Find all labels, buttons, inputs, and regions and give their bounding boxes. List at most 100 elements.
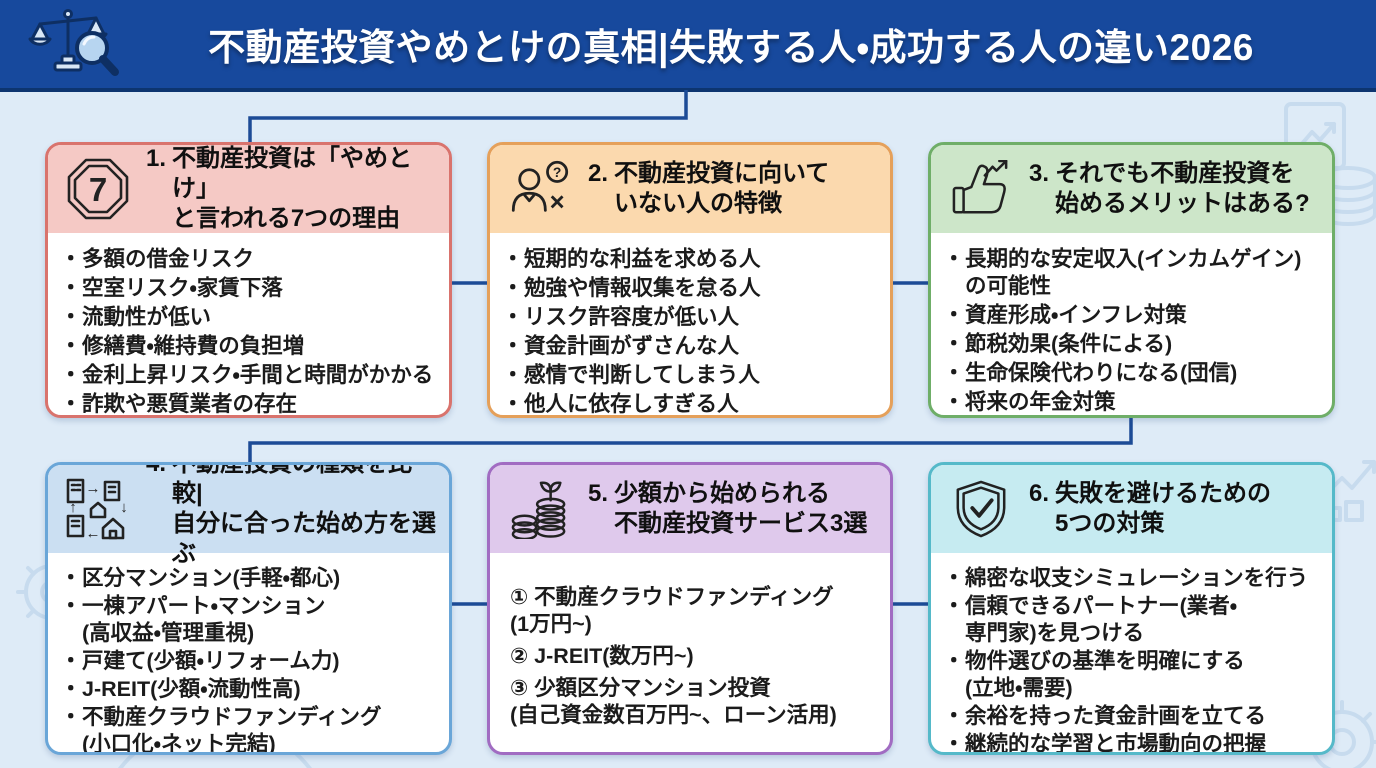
bullet-marker: ・ [943,247,965,271]
card-items: ・綿密な収支シミュレーションを行う・信頼できるパートナー(業者・ 専門家)を見つ… [931,553,1332,755]
bullet-marker: ・ [502,363,524,388]
item-text: 生命保険代わりになる(団信) [965,361,1238,386]
bullet-marker: ・ [943,649,965,674]
bullet-marker: ・ [60,392,82,417]
list-item: ・他人に依存しすぎる人 [502,391,878,417]
item-text: 余裕を持った資金計画を立てる [965,704,1267,729]
card-header: 3. それでも不動産投資を 始めるメリットはある? [931,145,1332,233]
card-items: ・区分マンション(手軽・都心)・一棟アパート・マンション (高収益・管理重視)・… [48,553,449,755]
card-number: 1. [146,145,167,172]
item-text: 短期的な利益を求める人 [524,247,761,271]
item-text: 空室リスク・家賃下落 [82,276,283,301]
item-text: 他人に依存しすぎる人 [524,392,739,417]
bullet-marker: ・ [502,276,524,301]
unsuitable-person-icon: ? × [504,160,576,218]
octagon-seven-icon: 7 [62,157,134,221]
thumbs-up-arrow-icon [945,160,1017,218]
list-item: ・区分マンション(手軽・都心) [60,565,437,592]
list-item: ・勉強や情報収集を怠る人 [502,275,878,302]
card-title-text: 少額から始められる 不動産投資サービス3選 [614,480,868,537]
card-title: 6. 失敗を避けるための 5つの対策 [1029,479,1271,539]
item-text: 節税効果(条件による) [965,332,1173,357]
header-bar: 不動産投資やめとけの真相|失敗する人・成功する人の違い2026 [0,0,1376,92]
bullet-marker: ・ [943,594,965,619]
item-text: ② J-REIT(数万円~) [510,644,694,669]
card-title: 3. それでも不動産投資を 始めるメリットはある? [1029,159,1310,219]
item-text: 資産形成・インフレ対策 [965,303,1187,328]
bullet-marker: ・ [943,732,965,755]
item-text: リスク許容度が低い人 [524,305,740,330]
list-item: ・長期的な安定収入(インカムゲイン) の可能性 [943,246,1320,300]
bullet-marker: ・ [943,704,965,729]
bullet-marker: ・ [943,566,965,590]
list-item: ・資産形成・インフレ対策 [943,302,1320,329]
item-text: ③ 少額区分マンション投資 (自己資金数百万円~、ローン活用) [510,676,837,728]
bullet-marker: ・ [60,594,82,619]
item-text: 長期的な安定収入(インカムゲイン) の可能性 [965,247,1302,299]
item-text: 区分マンション(手軽・都心) [82,566,341,590]
svg-text:↓: ↓ [120,499,128,516]
card-title-text: 不動産投資の種類を比較| 自分に合った始め方を選ぶ [172,462,437,567]
shield-check-icon [945,479,1017,539]
card-header: → ↓ ← ↑ 4. 不動産投資の種類を比較| 自分に合った始め方を選ぶ [48,465,449,567]
card-items: ・短期的な利益を求める人・勉強や情報収集を怠る人・リスク許容度が低い人・資金計画… [490,233,890,417]
item-text: 一棟アパート・マンション (高収益・管理重視) [82,594,326,646]
bullet-marker: ・ [60,276,82,301]
bullet-marker: ・ [943,390,965,415]
list-item: ・空室リスク・家賃下落 [60,275,437,302]
card-number: 6. [1029,480,1050,507]
svg-text:7: 7 [89,171,107,208]
card-title: 5. 少額から始められる 不動産投資サービス3選 [588,479,867,539]
property-types-cycle-icon: → ↓ ← ↑ [62,478,134,540]
card-1-reasons-to-avoid: 7 1. 不動産投資は「やめとけ」 と言われる7つの理由 ・多額の借金リスク・空… [45,142,452,418]
card-items: ① 不動産クラウドファンディング (1万円~) ② J-REIT(数万円~) ③ 少… [490,553,890,729]
svg-text:↑: ↑ [69,499,77,516]
bullet-marker: ・ [502,305,524,330]
list-item: ③ 少額区分マンション投資 (自己資金数百万円~、ローン活用) [510,675,878,729]
bullet-marker: ・ [60,305,82,330]
item-text: 感情で判断してしまう人 [524,363,760,388]
list-item: ・一棟アパート・マンション (高収益・管理重視) [60,593,437,647]
bullet-marker: ・ [943,332,965,357]
item-text: 詐欺や悪質業者の存在 [82,392,298,417]
card-header: ? × 2. 不動産投資に向いて いない人の特徴 [490,145,890,233]
list-item: ・感情で判断してしまう人 [502,362,878,389]
svg-text:×: × [550,188,565,216]
page-title: 不動産投資やめとけの真相|失敗する人・成功する人の違い2026 [208,27,1254,68]
card-title: 2. 不動産投資に向いて いない人の特徴 [588,159,829,219]
item-text: 戸建て(少額・リフォーム力) [82,649,340,674]
list-item: ・流動性が低い [60,304,437,331]
card-items: ・多額の借金リスク・空室リスク・家賃下落・流動性が低い・修繕費・維持費の負担増・… [48,233,449,417]
list-item: ・修繕費・維持費の負担増 [60,333,437,360]
card-title-text: それでも不動産投資を 始めるメリットはある? [1055,160,1310,217]
item-text: 不動産クラウドファンディング (小口化・ネット完結) [82,705,382,755]
card-header: 6. 失敗を避けるための 5つの対策 [931,465,1332,553]
list-item: ・信頼できるパートナー(業者・ 専門家)を見つける [943,593,1320,647]
item-text: ① 不動産クラウドファンディング (1万円~) [510,585,834,637]
card-4-property-types: → ↓ ← ↑ 4. 不動産投資の種類を比較| 自分に合った始め方を選ぶ ・区分… [45,462,452,755]
card-title: 4. 不動産投資の種類を比較| 自分に合った始め方を選ぶ [146,462,439,569]
list-item: ・資金計画がずさんな人 [502,333,878,360]
card-number: 2. [588,160,609,187]
list-item: ・短期的な利益を求める人 [502,246,878,273]
card-title-text: 不動産投資に向いて いない人の特徴 [614,160,830,217]
item-text: 資金計画がずさんな人 [524,334,740,359]
bullet-marker: ・ [60,705,82,730]
list-item: ① 不動産クラウドファンディング (1万円~) [510,584,878,638]
list-item: ・生命保険代わりになる(団信) [943,360,1320,387]
coins-sprout-icon [504,479,576,539]
list-item: ・節税効果(条件による) [943,331,1320,358]
card-3-merits: 3. それでも不動産投資を 始めるメリットはある? ・長期的な安定収入(インカム… [928,142,1335,418]
svg-text:→: → [86,480,101,497]
item-text: 物件選びの基準を明確にする (立地・需要) [965,649,1245,701]
bullet-marker: ・ [60,677,82,702]
list-item: ・多額の借金リスク [60,246,437,273]
bullet-marker: ・ [60,363,82,388]
list-item: ・不動産クラウドファンディング (小口化・ネット完結) [60,704,437,755]
svg-text:?: ? [553,164,561,180]
item-text: J-REIT(少額・流動性高) [82,677,301,702]
bullet-marker: ・ [60,247,82,271]
card-number: 4. [146,462,167,477]
